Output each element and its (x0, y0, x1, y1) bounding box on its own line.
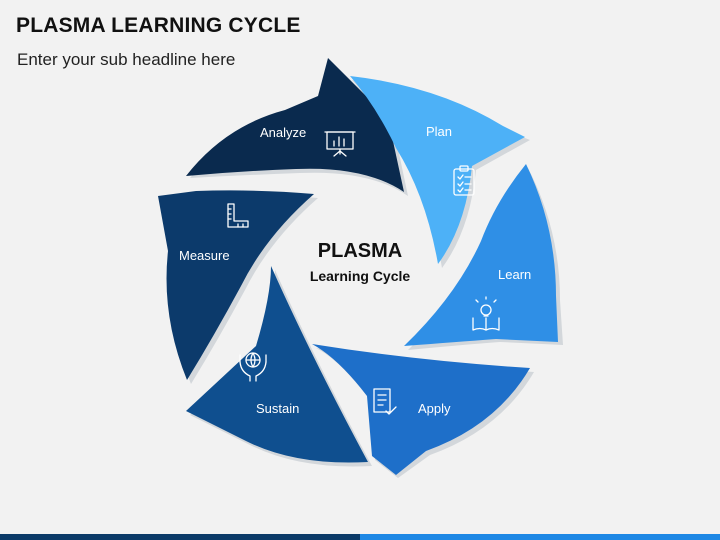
segment-learn[interactable] (404, 164, 558, 346)
segment-plan[interactable] (350, 76, 525, 264)
presentation-chart-icon (324, 131, 356, 157)
segment-measure[interactable] (158, 190, 314, 380)
page-subtitle: Enter your sub headline here (17, 50, 236, 69)
segment-apply[interactable] (312, 344, 530, 475)
hands-globe-icon (239, 352, 267, 382)
clipboard-checklist-icon (453, 165, 475, 196)
segment-label-measure: Measure (179, 248, 230, 263)
document-check-icon (373, 388, 397, 415)
center-title: PLASMA (317, 240, 403, 262)
center-subtitle: Learning Cycle (309, 268, 411, 284)
segment-label-plan: Plan (426, 124, 452, 139)
book-lightbulb-icon (472, 296, 500, 331)
segment-label-sustain: Sustain (256, 401, 299, 416)
segment-label-analyze: Analyze (260, 125, 306, 140)
footer-bar (0, 534, 720, 540)
segment-label-apply: Apply (418, 401, 451, 416)
ruler-square-icon (227, 203, 249, 228)
page-title: PLASMA LEARNING CYCLE (16, 14, 301, 37)
segment-sustain[interactable] (186, 266, 368, 463)
segment-analyze[interactable] (186, 58, 404, 192)
segment-label-learn: Learn (498, 267, 531, 282)
